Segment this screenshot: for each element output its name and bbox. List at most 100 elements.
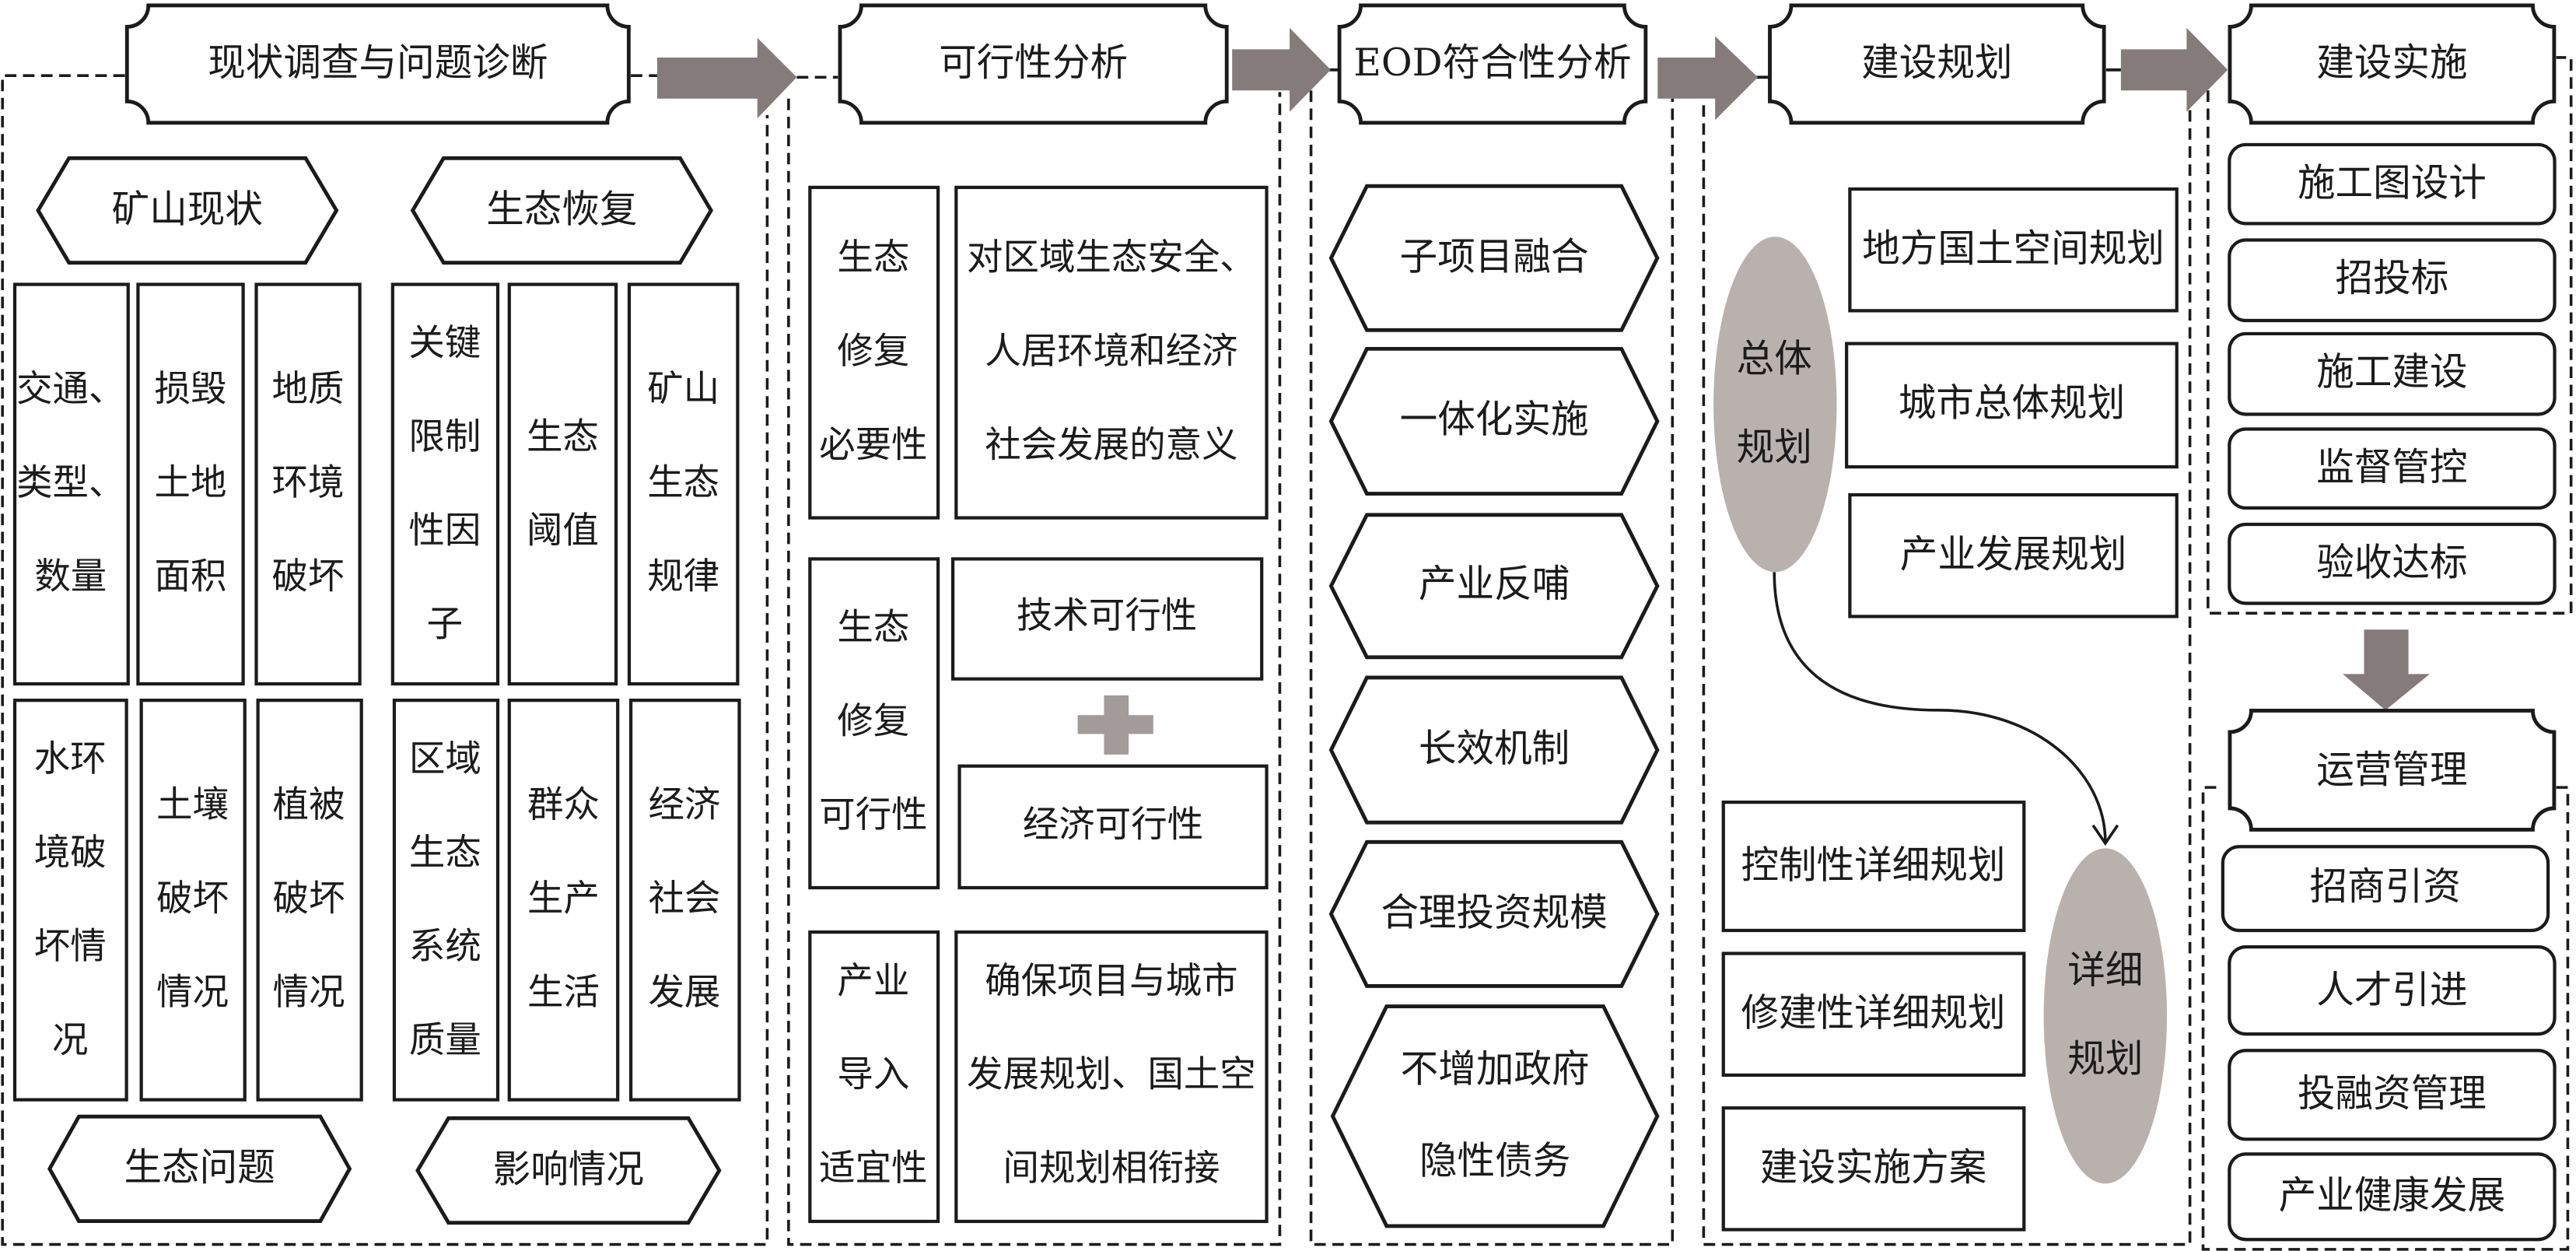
- item-text-line: 类型、: [16, 463, 125, 505]
- item-text-line: 阈值: [526, 510, 599, 552]
- survey-item: 区域 生态 系统 质量: [391, 699, 499, 1102]
- detailed-plan-item: 控制性详细规划: [1720, 800, 2026, 932]
- curved-arrow-icon: [1773, 572, 2119, 846]
- survey-item: 地质 环境 破坏: [254, 282, 362, 686]
- category-label: 生态问题: [124, 1147, 275, 1190]
- survey-item: 土壤 破坏 情况: [138, 699, 247, 1102]
- implementation-item: 招投标: [2228, 238, 2557, 322]
- right-arrow-icon: [2120, 27, 2228, 112]
- content-line: 人居环境和经济: [985, 331, 1238, 373]
- eod-item: 子项目融合: [1328, 183, 1660, 331]
- item-text-line: 破坏: [271, 557, 345, 599]
- down-arrow-icon: [2343, 629, 2431, 710]
- content-line: 经济可行性: [1022, 805, 1204, 847]
- survey-item: 损毁 土地 面积: [136, 282, 245, 686]
- overall-plan-item: 城市总体规划: [1845, 342, 2179, 468]
- survey-item: 矿山 生态 规律: [627, 282, 740, 686]
- survey-item: 交通、 类型、 数量: [12, 282, 129, 686]
- eod-item: 长效机制: [1328, 675, 1660, 824]
- economic-feasibility: 经济可行性: [957, 764, 1269, 890]
- category-label: 影响情况: [492, 1148, 644, 1192]
- item-text-line: 破坏: [156, 879, 229, 921]
- right-arrow-icon: [656, 37, 797, 119]
- stage-title: EOD符合性分析: [1353, 42, 1632, 86]
- item-text-line: 地质: [271, 370, 345, 412]
- stage-header-planning: 建设规划: [1768, 3, 2106, 125]
- label-line: 可行性: [819, 796, 928, 838]
- operation-item-text: 投融资管理: [2297, 1073, 2487, 1116]
- label-line: 必要性: [819, 425, 928, 467]
- implementation-item-text: 施工图设计: [2297, 163, 2487, 206]
- plan-item-text: 建设实施方案: [1759, 1147, 1987, 1190]
- stage-header-eod: EOD符合性分析: [1337, 3, 1648, 125]
- plan-item-text: 城市总体规划: [1898, 383, 2126, 426]
- label-line: 修复: [837, 702, 910, 744]
- necessity-label: 生态 修复 必要性: [807, 185, 940, 520]
- category-label: 生态恢复: [486, 188, 638, 232]
- right-arrow-icon: [1232, 27, 1331, 112]
- survey-item: 水环 境破 坏情 况: [12, 699, 128, 1102]
- stage-title: 建设实施: [2316, 42, 2468, 86]
- item-text-line: 关键: [408, 323, 481, 365]
- label-line: 产业: [837, 962, 910, 1004]
- item-text-line: 社会: [648, 879, 721, 921]
- plan-item-text: 产业发展规划: [1899, 534, 2127, 578]
- eod-item-text: 合理投资规模: [1381, 892, 1608, 936]
- operation-item-text: 产业健康发展: [2278, 1175, 2506, 1218]
- suitability-content: 确保项目与城市 发展规划、国土空 间规划相衔接: [954, 930, 1269, 1223]
- curved-arrow-head: [2091, 824, 2119, 846]
- detailed-planning-ellipse: 详细 规划: [2043, 848, 2168, 1184]
- panel-border-implementation: [2207, 56, 2573, 615]
- implementation-item-text: 施工建设: [2316, 352, 2468, 395]
- item-text-line: 矿山: [647, 370, 720, 412]
- survey-item: 关键 限制 性因 子: [390, 282, 499, 686]
- necessity-content: 对区域生态安全、 人居环境和经济 社会发展的意义: [954, 185, 1269, 520]
- stage-header-operation: 运营管理: [2228, 709, 2557, 832]
- hexagon-shape: [47, 1114, 352, 1223]
- label-line: 适宜性: [819, 1149, 928, 1191]
- plus-icon-bar-v: [1104, 695, 1129, 755]
- label-line: 生态: [837, 238, 910, 279]
- item-text-line: 经济: [648, 786, 721, 827]
- eod-item-text: 不增加政府: [1400, 1048, 1590, 1092]
- hexagon-shape: [410, 156, 713, 265]
- plaque-shape: [2228, 709, 2557, 832]
- curved-arrow-path: [1773, 572, 2107, 842]
- category-eco-restoration: 生态恢复: [410, 156, 713, 265]
- item-text-line: 生态: [408, 832, 481, 874]
- plaque-shape: [1337, 3, 1648, 125]
- content-line: 确保项目与城市: [985, 962, 1238, 1004]
- survey-item: 生态 阈值: [507, 282, 618, 686]
- category-label: 矿山现状: [111, 188, 263, 232]
- content-line: 发展规划、国土空: [967, 1056, 1256, 1097]
- hexagon-shape: [1328, 512, 1660, 659]
- item-text-line: 子: [426, 604, 464, 646]
- eod-item-text: 子项目融合: [1399, 236, 1589, 279]
- hexagon-shape: [1328, 183, 1660, 331]
- panel-border-survey: [1, 74, 769, 1246]
- plus-icon: [1077, 695, 1153, 755]
- overall-plan-item: 产业发展规划: [1848, 492, 2179, 619]
- stage-title: 建设规划: [1861, 42, 2013, 86]
- ellipse-label-line: 规划: [1736, 427, 1812, 471]
- stage-title: 可行性分析: [939, 42, 1129, 86]
- panel-border-operation: [2201, 786, 2570, 1251]
- item-text-line: 性因: [408, 510, 481, 552]
- eod-item: 不增加政府 隐性债务: [1330, 1004, 1660, 1228]
- plan-item-text: 地方国土空间规划: [1862, 228, 2165, 272]
- overall-planning-ellipse: 总体 规划: [1713, 237, 1836, 573]
- implementation-item-text: 监督管控: [2316, 447, 2468, 490]
- item-text-line: 情况: [272, 972, 345, 1014]
- operation-item-text: 人才引进: [2316, 969, 2468, 1012]
- operation-item: 产业健康发展: [2228, 1152, 2557, 1242]
- stage-header-feasibility: 可行性分析: [838, 3, 1229, 125]
- implementation-item: 施工建设: [2228, 331, 2557, 415]
- category-mine-status: 矿山现状: [36, 156, 339, 265]
- eod-item: 合理投资规模: [1328, 839, 1660, 988]
- item-text-line: 面积: [154, 557, 227, 599]
- item-text-line: 植被: [272, 786, 345, 827]
- item-text-line: 限制: [408, 416, 481, 458]
- item-text-line: 破坏: [272, 879, 345, 921]
- item-text-line: 境破: [33, 832, 107, 874]
